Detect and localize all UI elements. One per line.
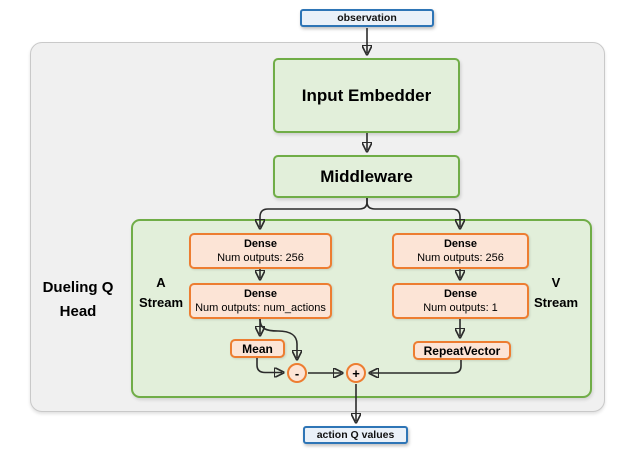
dense-v2-title: Dense <box>443 288 478 300</box>
v-stream-label-line1: V <box>551 275 561 290</box>
dueling-q-head-label-line1: Dueling Q <box>42 279 114 296</box>
dense-a2-title: Dense <box>243 288 278 300</box>
action-q-values-node: action Q values <box>303 426 408 444</box>
dense-a1-node: Dense Num outputs: 256 <box>189 233 332 269</box>
mean-node: Mean <box>230 339 285 358</box>
dense-v2-node: Dense Num outputs: 1 <box>392 283 529 319</box>
dense-v2-subtitle: Num outputs: 1 <box>423 302 498 314</box>
a-stream-label-line2: Stream <box>138 295 184 310</box>
dense-a1-subtitle: Num outputs: 256 <box>217 252 304 264</box>
v-stream-label: V Stream <box>529 273 583 313</box>
plus-operator-node: + <box>346 363 366 383</box>
v-stream-label-line2: Stream <box>533 295 579 310</box>
a-stream-label: A Stream <box>134 273 188 313</box>
repeat-vector-node: RepeatVector <box>413 341 511 360</box>
dueling-q-head-label-line2: Head <box>59 303 97 320</box>
a-stream-label-line1: A <box>156 275 166 290</box>
dueling-q-head-label: Dueling Q Head <box>22 276 134 324</box>
dense-v1-title: Dense <box>443 238 478 250</box>
dense-a2-node: Dense Num outputs: num_actions <box>189 283 332 319</box>
dense-a2-subtitle: Num outputs: num_actions <box>195 302 326 314</box>
middleware-node: Middleware <box>273 155 460 198</box>
dense-v1-node: Dense Num outputs: 256 <box>392 233 529 269</box>
dense-a1-title: Dense <box>243 238 278 250</box>
dense-v1-subtitle: Num outputs: 256 <box>417 252 504 264</box>
observation-node: observation <box>300 9 434 27</box>
input-embedder-node: Input Embedder <box>273 58 460 133</box>
minus-operator-node: - <box>287 363 307 383</box>
